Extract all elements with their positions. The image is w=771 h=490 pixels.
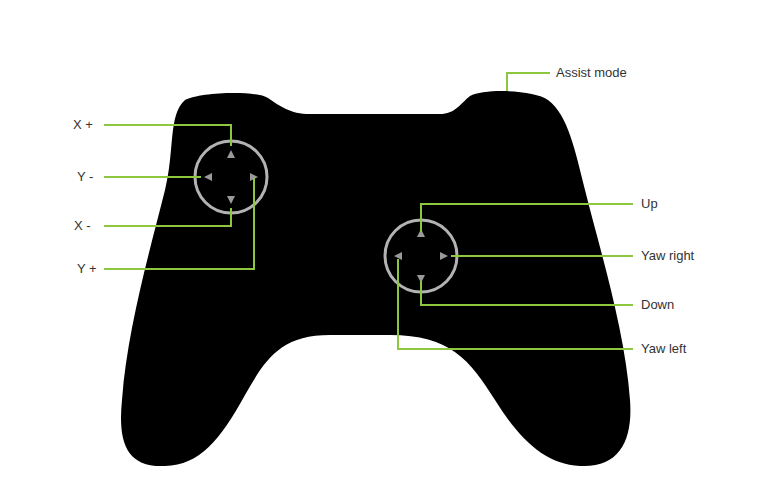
callout-label: X - bbox=[74, 218, 91, 234]
callout-label: Up bbox=[641, 196, 658, 212]
left-stick bbox=[195, 141, 267, 213]
callout-label: Down bbox=[641, 297, 674, 313]
callout-label: Yaw left bbox=[641, 341, 686, 357]
callout-label: Y - bbox=[77, 169, 93, 185]
leader-lines bbox=[104, 73, 633, 349]
controller-body bbox=[121, 91, 630, 466]
callout-label: X + bbox=[73, 117, 93, 133]
callout-label: Y + bbox=[77, 261, 97, 277]
callout-label: Yaw right bbox=[641, 248, 694, 264]
callout-label: Assist mode bbox=[556, 65, 627, 81]
